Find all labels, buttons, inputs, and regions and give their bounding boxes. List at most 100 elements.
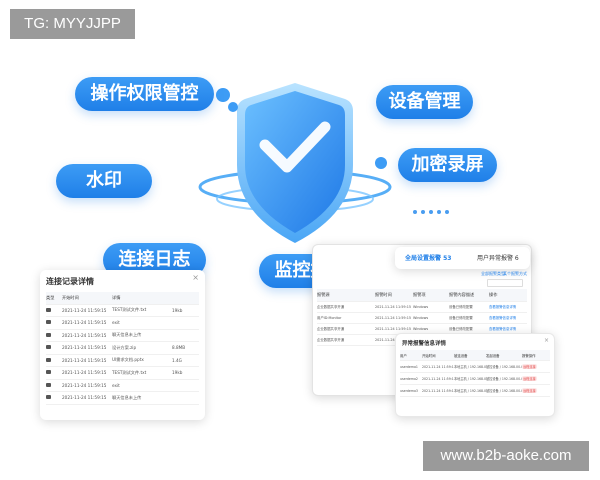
- folder-icon: [46, 332, 51, 337]
- folder-icon: [46, 370, 51, 375]
- table-row[interactable]: 2021-11-24 11:59:15 聊天信息未上传: [46, 392, 199, 405]
- alarm-header-time: 报警时间: [375, 291, 392, 297]
- alarm-table-header: 报警源 报警时间 报警项 报警内容描述 操作: [317, 289, 527, 302]
- log-panel-close-button[interactable]: ×: [192, 273, 199, 282]
- file-icon: [46, 345, 62, 350]
- folder-icon: [46, 395, 51, 400]
- file-icon: [46, 307, 62, 313]
- folder-icon: [46, 307, 51, 312]
- alarm-source: 企业数据共享开通: [317, 338, 345, 342]
- folder-icon: [46, 382, 51, 387]
- abnormal-target: 本地主机 / 192.168.00.01: [454, 377, 486, 381]
- folder-icon: [46, 345, 51, 350]
- abnormal-table-header: 用户 开始时间 被连设备 发起设备 报警操作: [400, 350, 550, 361]
- abnormal-panel-close-button[interactable]: ×: [543, 337, 549, 344]
- log-detail: exit: [112, 320, 120, 326]
- alarm-source: 企业数据共享开通: [317, 305, 345, 309]
- alarm-time: 2021-11-24 11:59:15: [375, 304, 412, 309]
- alarm-tabs: 全局设置报警 53 用户异常报警 6: [395, 247, 530, 269]
- alarm-desc: 设备已修改配置: [449, 327, 473, 331]
- abnormal-time: 2021-11-24 11:59:15: [422, 376, 454, 381]
- alarm-search-input[interactable]: [487, 279, 523, 287]
- file-icon: [46, 332, 62, 338]
- feature-watermark: 水印: [56, 164, 152, 198]
- log-size: 1.4G: [172, 357, 182, 363]
- abnormal-header-time: 开始时间: [422, 353, 436, 358]
- alarm-desc: 设备已修改配置: [449, 305, 473, 309]
- alarm-header-op: 操作: [489, 291, 498, 297]
- log-time: 2021-11-24 11:59:15: [62, 382, 107, 388]
- feature-encrypt: 加密录屏: [398, 148, 497, 182]
- abnormal-user: userdemo1: [400, 364, 418, 369]
- alarm-detail-link[interactable]: 查看报警信息详情: [489, 327, 517, 331]
- alarm-item: Windows: [413, 304, 429, 309]
- abnormal-user: userdemo3: [400, 388, 418, 393]
- log-time: 2021-11-24 11:59:15: [62, 370, 107, 376]
- file-icon: [46, 320, 62, 325]
- abnormal-source: 被控设备 / 192.168.00.02: [486, 365, 522, 369]
- tab-global-alarm[interactable]: 全局设置报警 53: [405, 255, 452, 262]
- log-size: 19kb: [172, 370, 183, 376]
- table-row[interactable]: 2021-11-24 11:59:15 exit: [46, 380, 199, 392]
- alarm-item: Windows: [413, 326, 429, 331]
- abnormal-op-cell: 远程连接: [522, 387, 548, 394]
- log-size: 19kb: [172, 307, 183, 313]
- abnormal-time: 2021-11-24 11:59:15: [422, 388, 454, 393]
- abnormal-source: 被控设备 / 192.168.00.02: [486, 377, 522, 381]
- alarm-header-item: 报警项: [413, 291, 426, 297]
- log-header-time: 开始时间: [62, 294, 79, 300]
- alarm-header-source: 报警源: [317, 291, 330, 297]
- log-detail: 设计方案.zip: [112, 344, 137, 350]
- folder-icon: [46, 320, 51, 325]
- file-icon: [46, 357, 62, 363]
- tab-user-alarm[interactable]: 用户异常报警 6: [477, 255, 519, 262]
- log-table-header: 类型 开始时间 详情: [46, 292, 199, 305]
- abnormal-time: 2021-11-24 11:59:15: [422, 364, 454, 369]
- alarm-time: 2021-11-24 11:59:15: [375, 337, 412, 342]
- watermark-top: TG: MYYJJPP: [10, 9, 135, 39]
- alarm-time: 2021-11-24 11:59:15: [375, 326, 412, 331]
- abnormal-panel-title: 异常报警信息详情: [402, 341, 447, 347]
- file-icon: [46, 395, 62, 400]
- alarm-time: 2021-11-24 11:59:15: [375, 315, 412, 320]
- abnormal-user: userdemo2: [400, 376, 418, 381]
- alarm-filter-method[interactable]: 某个报警方式: [503, 271, 527, 276]
- file-icon: [46, 382, 62, 388]
- abnormal-op-cell: 远程连接: [522, 375, 548, 382]
- alarm-detail-link[interactable]: 查看报警信息详情: [489, 305, 517, 309]
- log-detail: exit: [112, 382, 120, 388]
- log-time: 2021-11-24 11:59:15: [62, 307, 107, 313]
- feature-device: 设备管理: [376, 85, 473, 119]
- alarm-filter-type[interactable]: 全部报警类型: [481, 271, 505, 276]
- log-detail: UI需求文档.pptx: [112, 357, 144, 363]
- dots-decoration: [413, 210, 453, 216]
- abnormal-op-badge: 远程连接: [522, 387, 537, 393]
- abnormal-op-badge: 远程连接: [522, 375, 537, 381]
- log-time: 2021-11-24 11:59:15: [62, 395, 107, 401]
- log-header-type: 类型: [46, 294, 55, 300]
- file-icon: [46, 370, 62, 375]
- log-header-detail: 详情: [112, 294, 121, 300]
- alarm-detail-link[interactable]: 查看报警信息详情: [489, 316, 517, 320]
- alarm-header-desc: 报警内容描述: [449, 291, 475, 297]
- abnormal-header-op: 报警操作: [522, 353, 536, 358]
- table-row[interactable]: 2021-11-24 11:59:15 UI需求文档.pptx 1.4G: [46, 355, 199, 367]
- log-detail: 聊天信息未上传: [112, 394, 142, 400]
- log-time: 2021-11-24 11:59:15: [62, 357, 107, 363]
- abnormal-source: 被控设备 / 192.168.00.02: [486, 389, 522, 393]
- alarm-source: 用户ID:Monitor: [317, 316, 342, 320]
- abnormal-target: 本地主机 / 192.168.00.01: [454, 389, 486, 393]
- folder-icon: [46, 357, 51, 362]
- log-detail: 聊天信息未上传: [112, 332, 142, 338]
